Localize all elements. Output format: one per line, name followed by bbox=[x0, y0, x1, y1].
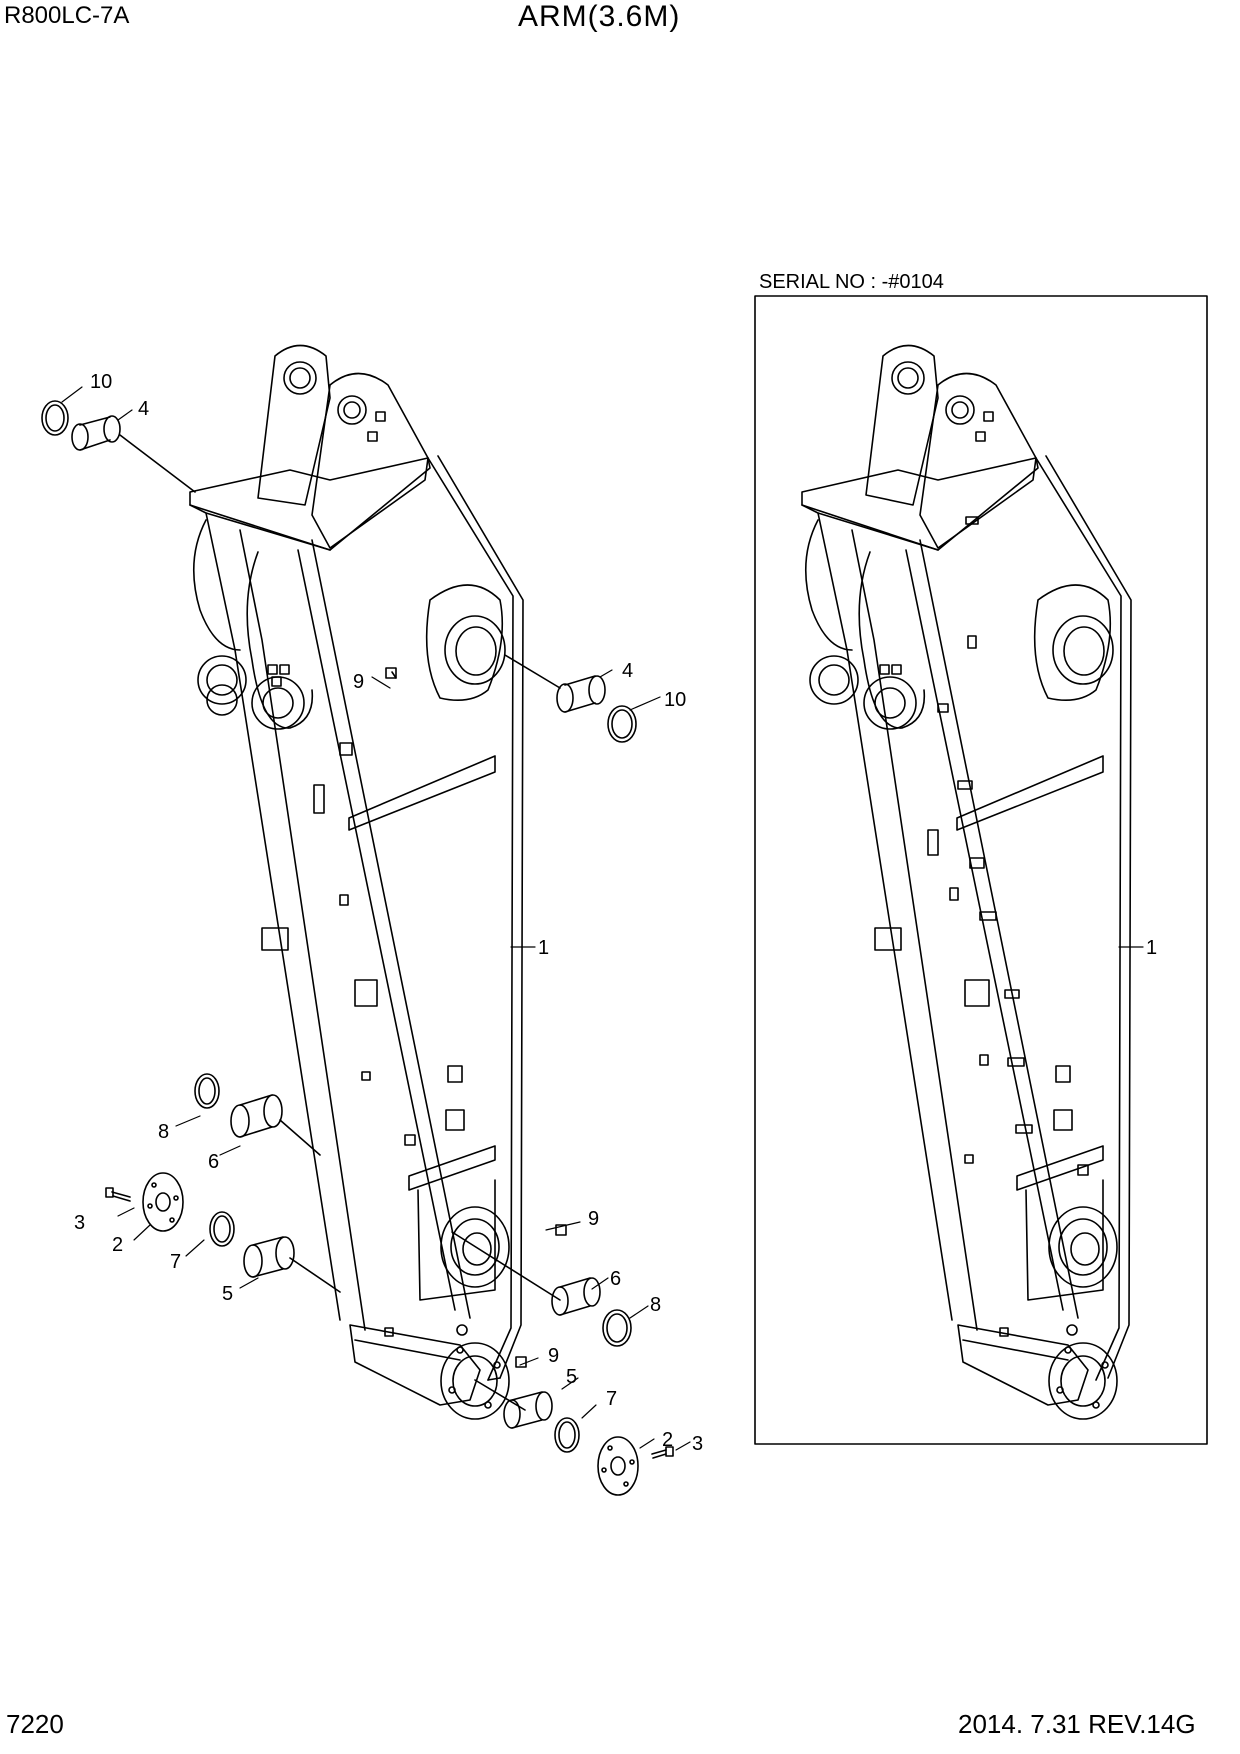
leader-lines-main bbox=[61, 386, 691, 1451]
arm-main bbox=[189, 344, 524, 1420]
callout-label: 4 bbox=[138, 398, 149, 420]
callout-label: 5 bbox=[566, 1366, 577, 1388]
callout-label: 8 bbox=[158, 1121, 169, 1143]
diagram-title: ARM(3.6M) bbox=[518, 0, 681, 33]
page-number: 7220 bbox=[6, 1709, 64, 1739]
callout-label: 10 bbox=[664, 689, 686, 711]
callout-label: 7 bbox=[606, 1388, 617, 1410]
callout-label: 2 bbox=[112, 1234, 123, 1256]
model-label: R800LC-7A bbox=[4, 2, 130, 29]
callout-label: 6 bbox=[208, 1151, 219, 1173]
callout-label: 2 bbox=[662, 1429, 673, 1451]
loose-parts-main bbox=[41, 400, 674, 1496]
callout-label: 1 bbox=[1146, 937, 1157, 959]
callout-label: 7 bbox=[170, 1251, 181, 1273]
callout-label: 3 bbox=[74, 1212, 85, 1234]
callout-label: 8 bbox=[650, 1294, 661, 1316]
arm-inset bbox=[801, 344, 1132, 1420]
callout-labels: 10 4 9 4 10 1 8 6 3 2 7 5 9 6 8 9 5 7 2 … bbox=[74, 371, 1157, 1455]
inset-frame bbox=[754, 295, 1208, 1445]
serial-number-label: SERIAL NO : -#0104 bbox=[759, 271, 944, 293]
callout-label: 3 bbox=[692, 1433, 703, 1455]
callout-label: 1 bbox=[538, 937, 549, 959]
callout-label: 10 bbox=[90, 371, 112, 393]
callout-label: 6 bbox=[610, 1268, 621, 1290]
callout-label: 5 bbox=[222, 1283, 233, 1305]
callout-label: 4 bbox=[622, 660, 633, 682]
callout-label: 9 bbox=[353, 671, 364, 693]
callout-label: 9 bbox=[548, 1345, 559, 1367]
revision-date: 2014. 7.31 REV.14G bbox=[958, 1709, 1196, 1739]
callout-label: 9 bbox=[588, 1208, 599, 1230]
